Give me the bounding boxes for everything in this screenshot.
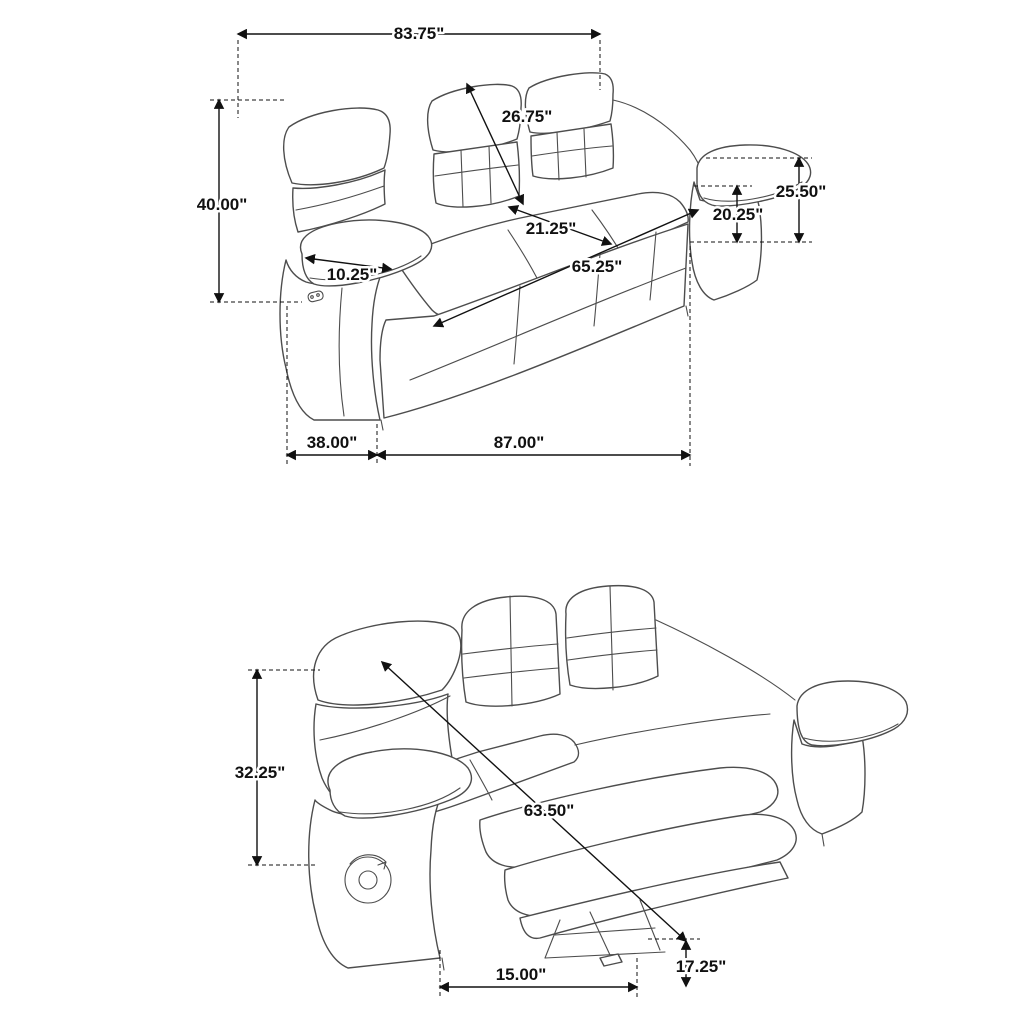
left-arm-body: [308, 794, 443, 969]
dim-line-seat-front-width: [432, 208, 700, 328]
power-button-dot-1: [310, 295, 314, 299]
sofa-upright-drawing: [279, 72, 812, 431]
dim-label-seat-height: 20.25": [713, 205, 764, 224]
dim-label-arm-height: 25.50": [776, 182, 827, 201]
back-lower-left: [292, 169, 386, 233]
back-tuft-mid-v1: [460, 149, 464, 208]
back-tuft-right-v2: [583, 128, 587, 178]
dim-label-footrest-depth: 15.00": [496, 965, 547, 984]
leg-front-left: [441, 957, 445, 971]
seat-right-seam: [574, 713, 771, 746]
mechanism-foot: [599, 953, 623, 967]
back-tuft-right-v1: [556, 131, 560, 181]
back-column-right-h1: [566, 627, 657, 639]
back-column-mid-h1: [462, 643, 559, 655]
dim-label-back-cushion: 26.75": [502, 107, 553, 126]
right-arm-pad-seam: [803, 723, 899, 742]
dim-label-overall-width: 83.75": [394, 24, 445, 43]
upright-dimensions: 83.75" 26.75" 40.00" 25.50" 20.25" 21.25…: [194, 22, 829, 466]
dim-label-reclined-length: 63.50": [524, 801, 575, 820]
mechanism-bar-1: [544, 951, 666, 959]
dim-label-arm-width: 10.25": [327, 265, 378, 284]
back-column-right-h2: [567, 649, 658, 661]
back-edge-right: [655, 619, 796, 701]
dim-label-back-height: 32.25": [235, 763, 286, 782]
dim-label-overall-depth: 38.00": [307, 433, 358, 452]
recliner-handle-inner: [358, 870, 378, 890]
dim-label-seat-depth: 21.25": [526, 219, 577, 238]
back-tuft-right-h: [531, 145, 613, 157]
left-arm-body: [279, 259, 383, 421]
dim-label-base-width: 87.00": [494, 433, 545, 452]
leg-front-right: [685, 305, 689, 317]
power-button: [307, 290, 324, 303]
back-tuft-right: [530, 123, 615, 180]
dim-line-back-cushion: [466, 82, 524, 206]
reclined-dimensions: 32.25" 63.50" 17.25" 15.00": [232, 660, 729, 998]
sofa-reclined-drawing: [308, 584, 909, 971]
back-lower-left-seam: [295, 185, 385, 211]
dim-label-footrest-height: 17.25": [676, 957, 727, 976]
dim-line-arm-width: [304, 253, 393, 274]
right-arm-pad: [796, 680, 909, 747]
leg-front-left: [380, 419, 384, 431]
leg-right: [821, 833, 825, 847]
left-arm-pad-seam: [309, 255, 422, 281]
power-button-dot-2: [316, 293, 320, 297]
dim-line-reclined-length: [380, 660, 688, 943]
back-cushion-left: [283, 107, 391, 186]
right-arm-pad-seam: [703, 181, 803, 202]
left-arm-seam: [338, 287, 345, 417]
dim-label-overall-height: 40.00": [197, 195, 248, 214]
sofa-back-edge: [612, 99, 703, 175]
dim-label-seat-front-width: 65.25": [572, 257, 623, 276]
left-back-headrest: [312, 620, 462, 706]
